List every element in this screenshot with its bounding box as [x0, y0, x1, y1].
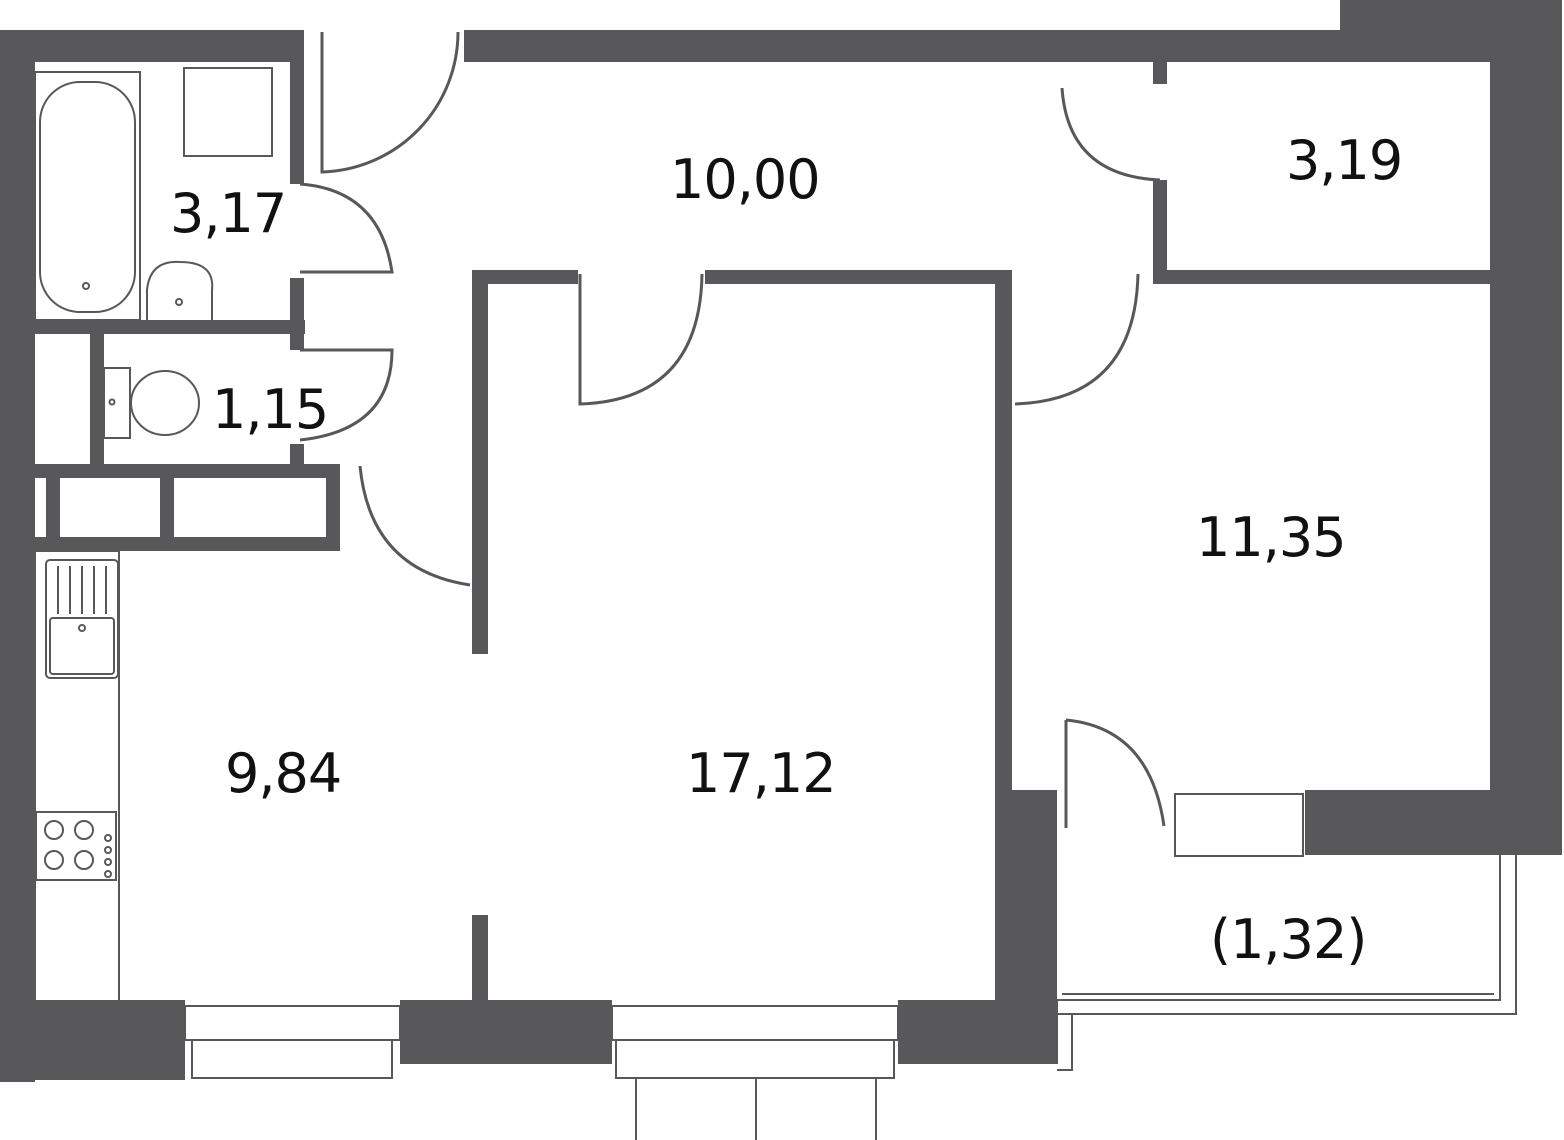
washing-machine-icon: [183, 67, 273, 157]
room-area-storage: 3,19: [1286, 129, 1402, 192]
wall-wc-stub-2: [290, 444, 304, 478]
door-bedroom-swing: [1014, 273, 1140, 406]
window-living: [611, 1005, 899, 1041]
room-area-bedroom: 11,35: [1196, 506, 1346, 569]
door-swings: [299, 31, 1166, 828]
room-area-toilet: 1,15: [212, 378, 328, 441]
kitchen-sink-icon: [34, 550, 120, 1002]
wall-living-left-lower: [472, 915, 488, 1003]
room-area-living: 17,12: [686, 742, 836, 805]
wall-living-right: [995, 270, 1012, 407]
room-area-balcony: (1,32): [1210, 908, 1366, 971]
window-living-sill: [615, 1039, 895, 1079]
wall-wc-left: [90, 334, 104, 464]
wall-right: [1490, 0, 1562, 855]
wall-left: [0, 30, 35, 1082]
windows: [184, 793, 1562, 1140]
window-kitchen-sill: [191, 1039, 393, 1079]
wall-bottom-mid: [400, 1000, 612, 1064]
cooktop-icon: [35, 811, 117, 881]
toilet-icon: [103, 367, 200, 439]
window-bedroom: [1174, 793, 1304, 857]
bathtub-icon: [34, 71, 141, 321]
window-living-bay: [635, 1078, 877, 1140]
door-storage-swing: [1060, 87, 1161, 182]
door-living-swing: [578, 273, 704, 406]
wall-wc-bottom: [35, 464, 340, 478]
wall-storage-left: [1153, 180, 1167, 284]
room-area-corridor: 10,00: [670, 148, 820, 211]
walls: [0, 0, 1562, 1082]
wall-bath-right: [290, 30, 304, 184]
wall-bedroom-bottom: [1305, 790, 1490, 855]
wall-niche-right: [326, 464, 340, 551]
wall-wc-stub: [290, 278, 304, 350]
wall-top-left: [0, 30, 300, 62]
wall-niche-bottom: [35, 537, 340, 551]
room-areas: 3,17 1,15 10,00 3,19 11,35 9,84 17,12 (1…: [170, 129, 1403, 971]
wall-living-right-lower: [995, 395, 1012, 805]
door-toilet-swing: [299, 348, 394, 442]
door-bathroom-swing: [299, 182, 394, 274]
fixtures: [34, 67, 273, 1002]
window-kitchen: [184, 1005, 401, 1041]
wall-niche-div1: [46, 478, 60, 538]
washbasin-icon: [146, 260, 214, 320]
wall-niche-div2: [160, 478, 174, 538]
wall-living-top-left: [472, 270, 578, 284]
wall-loggia-column: [995, 790, 1057, 1064]
wall-top-right-block: [1340, 0, 1490, 62]
wall-top: [464, 30, 1464, 62]
balcony-rail: [1057, 839, 1562, 1071]
room-area-bathroom: 3,17: [170, 182, 286, 245]
wall-storage-left-top: [1153, 62, 1167, 84]
door-kitchen-swing: [358, 465, 471, 587]
room-area-kitchen: 9,84: [225, 742, 341, 805]
wall-living-top-right: [705, 270, 1012, 284]
door-entrance-swing: [320, 31, 460, 174]
wall-bottom-left: [0, 1000, 185, 1080]
wall-living-left: [472, 270, 488, 654]
door-balcony-swing: [1064, 718, 1166, 828]
wall-bath-bottom: [35, 320, 305, 334]
wall-storage-bottom: [1153, 270, 1490, 284]
